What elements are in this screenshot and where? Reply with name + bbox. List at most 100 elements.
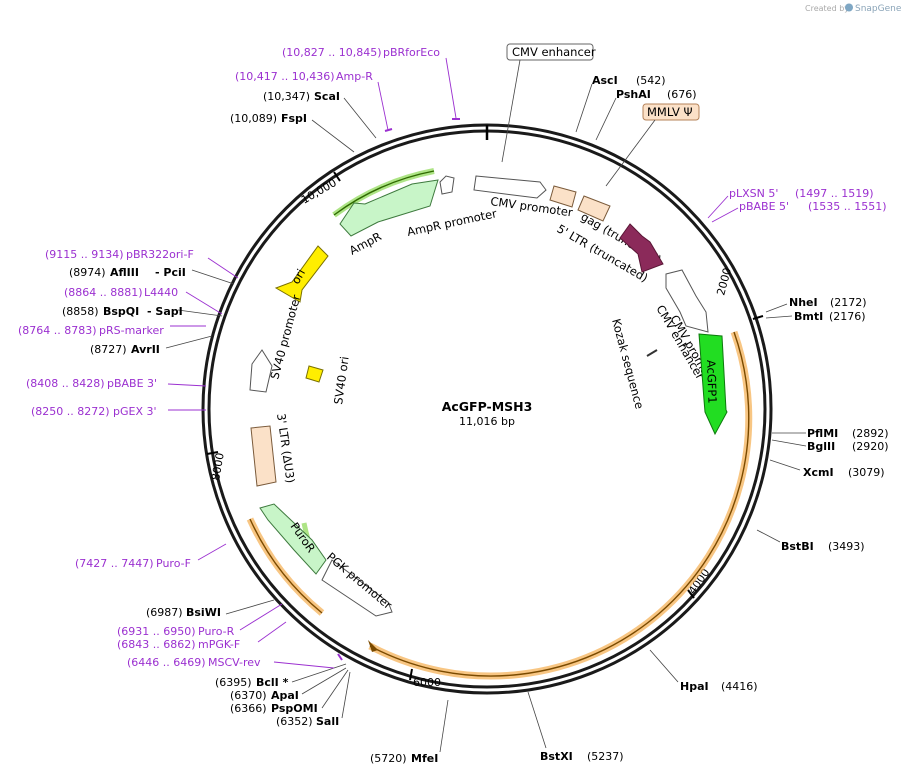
cmv-promoter2-feature [665,269,709,333]
primer-name: mPGK-F [198,638,240,651]
primer-range: (10,827 .. 10,845) [282,46,382,59]
primer-range: (10,417 .. 10,436) [235,70,335,83]
enzyme-name: XcmI [803,466,834,479]
orf-arc-head [368,640,378,652]
kozak-marker [646,349,658,357]
mmlv-box-label: MMLV Ψ [647,105,693,119]
primer-range: (6931 .. 6950) [117,625,196,638]
snapgene-logo-icon [845,3,853,12]
primer-pbrforeco: (10,827 .. 10,845) pBRforEco [282,46,460,120]
enzyme-pos: (2172) [830,296,867,309]
enzyme-bcli: (6395) BclI * [215,663,347,689]
enzyme-bstbi: BstBI (3493) [756,529,865,553]
primer-l4440: (8864 .. 8881) L4440 [64,286,223,315]
ori-label: ori [288,267,308,287]
tick-6000 [409,668,413,681]
sv40-ori-feature [305,365,324,383]
tick-label-2000: 2000 [714,266,734,296]
orf-arc-main-line [369,331,750,677]
enzyme-pos: (542) [636,74,666,87]
primer-range: (6843 .. 6862) [117,638,196,651]
primer-range: (6446 .. 6469) [127,656,206,669]
ori-feature [274,245,329,303]
primer-name: Amp-R [336,70,373,83]
tick-10000 [333,171,341,182]
created-by-text: Created by [805,4,849,13]
enzyme-pos: (6370) [230,689,267,702]
mmlv-leader [605,119,656,187]
tick-4000 [687,589,695,599]
enzyme-nhei: NheI (2172) [765,296,867,313]
primer-name: pGEX 3' [113,405,157,418]
enzyme-name: BmtI [794,310,823,323]
enzyme-name: AvrII [131,343,160,356]
enzyme-pos: (6352) [276,715,313,728]
primer-pgex3: (8250 .. 8272) pGEX 3' [31,405,206,418]
primer-amp-r: (10,417 .. 10,436) Amp-R [235,70,393,132]
enzyme-name: NheI [789,296,818,309]
primer-puro-f: (7427 .. 7447) Puro-F [75,543,227,570]
enzyme-bsiwi: (6987) BsiWI [146,599,275,619]
primer-range: (1497 .. 1519) [795,187,874,200]
enzyme-pos: (5237) [587,750,624,763]
enzyme-pshai: PshAI (676) [595,88,697,141]
enzyme-pflmi: PflMI (2892) [772,427,889,440]
snapgene-brand: SnapGene [855,4,902,14]
enzyme-pos: (5720) [370,752,407,765]
enzyme-pos: (3493) [828,540,865,553]
pgk-promoter-feature [321,559,393,617]
primer-name: pRS-marker [99,324,164,337]
tick-8000 [206,451,219,455]
enzyme-pos: (4416) [721,680,758,693]
ltr3-feature [250,425,277,487]
ampr-promoter-label: AmpR promoter [406,206,499,239]
primer-pbr322ori-f: (9115 .. 9134) pBR322ori-F [45,248,239,279]
enzyme-name: MfeI [411,752,438,765]
primer-name: L4440 [144,286,178,299]
plasmid-name: AcGFP-MSH3 [442,399,533,414]
primer-pbabe3: (8408 .. 8428) pBABE 3' [26,377,207,390]
enzyme-name: BclI * [256,676,289,689]
sv40-ori-label: SV40 ori [331,356,352,406]
sv40-promoter-label: SV40 promoter [267,293,303,381]
enzyme-name: FspI [281,112,307,125]
enzyme-pos: (8974) [69,266,106,279]
enzyme-pos: (3079) [848,466,885,479]
primer-plxsn5: pLXSN 5' (1497 .. 1519) [707,187,874,219]
cmv-enhancer-box-label: CMV enhancer [512,45,596,59]
enzyme-bglii: BglII (2920) [771,439,889,453]
gag-arrow-feature [619,223,664,273]
enzyme-asci: AscI (542) [575,74,666,133]
primer-mpgk-f: (6843 .. 6862) mPGK-F [117,621,287,651]
enzyme-name: SalI [316,715,339,728]
primer-range: (7427 .. 7447) [75,557,154,570]
enzyme-fspi: (10,089) FspI [230,112,355,153]
enzyme-hpai: HpaI (4416) [649,649,758,693]
enzyme-extra: - PciI [155,266,186,279]
enzyme-extra: - SapI [147,305,183,318]
gag-box-feature [577,195,611,222]
orf-arc-puro-line [249,518,323,614]
enzyme-bmti: BmtI (2176) [765,310,866,323]
sv40-promoter-feature [249,349,273,393]
enzyme-pos: (2176) [829,310,866,323]
primer-name: pBR322ori-F [126,248,194,261]
enzyme-afliii: (8974) AflIII - PciI [69,266,235,285]
enzyme-pos: (8858) [62,305,99,318]
enzyme-name: AflIII [110,266,139,279]
enzyme-pos: (10,089) [230,112,277,125]
enzyme-name: PflMI [807,427,838,440]
enzyme-mfei: (5720) MfeI [370,699,449,765]
cmv-enhancer-leader [501,59,521,163]
enzyme-avrii: (8727) AvrII [90,335,213,356]
tick-2000 [752,315,764,320]
primer-range: (8764 .. 8783) [18,324,97,337]
primer-mscv-rev: (6446 .. 6469) MSCV-rev [127,653,343,669]
primer-range: (8250 .. 8272) [31,405,110,418]
primer-name: Puro-R [198,625,235,638]
enzyme-name: AscI [592,74,618,87]
orf-arc-ampr-line [333,170,435,216]
orf-arc-main [368,330,753,680]
enzyme-pos: (6366) [230,702,267,715]
enzyme-pos: (6987) [146,606,183,619]
